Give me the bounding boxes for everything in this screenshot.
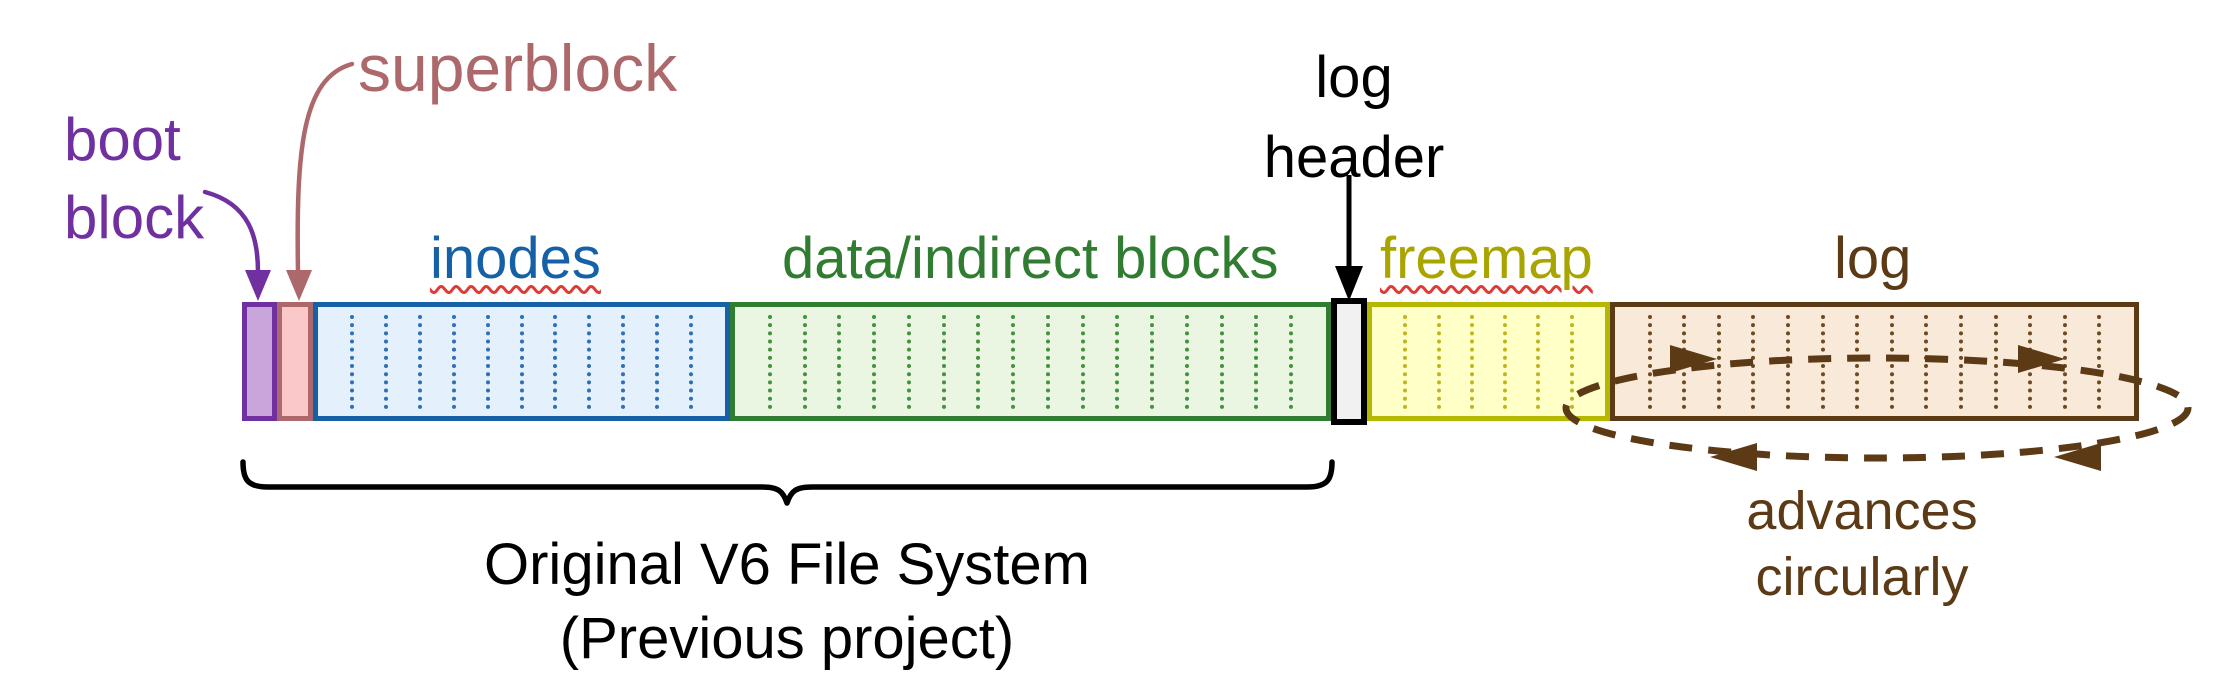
log-header-label: log header <box>1259 38 1449 198</box>
block-divider-dotted-line <box>452 315 456 409</box>
block-divider-dotted-line <box>587 315 591 409</box>
block-divider-dotted-line <box>1185 315 1189 409</box>
segment-log <box>1610 302 2139 421</box>
block-divider-dotted-line <box>976 315 980 409</box>
boot-block-arrow <box>202 189 261 275</box>
block-divider-dotted-line <box>907 315 911 409</box>
block-divider-dotted-line <box>520 315 524 409</box>
block-divider-dotted-line <box>418 315 422 409</box>
block-divider-dotted-line <box>689 315 693 409</box>
block-divider-dotted-line <box>768 315 772 409</box>
superblock-label: superblock <box>358 31 678 105</box>
block-divider-dotted-line <box>1570 315 1574 409</box>
block-divider-dotted-line <box>2097 315 2101 409</box>
block-divider-dotted-line <box>1437 315 1441 409</box>
ellipse-arrow-left-2-icon <box>2054 443 2101 471</box>
block-divider-dotted-line <box>1403 315 1407 409</box>
block-divider-dotted-line <box>1220 315 1224 409</box>
block-divider-dotted-line <box>942 315 946 409</box>
block-divider-dotted-line <box>1150 315 1154 409</box>
boot-block-arrowhead-icon <box>245 270 271 301</box>
block-divider-dotted-line <box>1959 315 1963 409</box>
boot-block-label-line1: boot <box>64 106 181 173</box>
segment-data-indirect-blocks <box>730 302 1331 421</box>
log-header-arrowhead-icon <box>1335 266 1363 301</box>
block-divider-dotted-line <box>1115 315 1119 409</box>
block-divider-dotted-line <box>2063 315 2067 409</box>
block-divider-dotted-line <box>1682 315 1686 409</box>
block-divider-dotted-line <box>1994 315 1998 409</box>
data-indirect-blocks-label: data/indirect blocks <box>782 226 1279 291</box>
block-divider-dotted-line <box>1751 315 1755 409</box>
freemap-label: freemap <box>1380 226 1593 291</box>
block-divider-dotted-line <box>1924 315 1928 409</box>
block-divider-dotted-line <box>1536 315 1540 409</box>
block-divider-dotted-line <box>1890 315 1894 409</box>
block-divider-dotted-line <box>1081 315 1085 409</box>
disk-bar <box>242 298 2139 425</box>
segment-superblock <box>277 302 313 421</box>
segment-inodes <box>313 302 730 421</box>
block-divider-dotted-line <box>350 315 354 409</box>
inodes-label: inodes <box>430 226 601 291</box>
v6-brace <box>240 459 1335 506</box>
log-label: log <box>1834 226 1912 291</box>
advances-circularly-caption-line2: circularly <box>1755 547 1969 607</box>
block-divider-dotted-line <box>1717 315 1721 409</box>
boot-block-label: boot block <box>64 101 204 257</box>
block-divider-dotted-line <box>384 315 388 409</box>
block-divider-dotted-line <box>1503 315 1507 409</box>
segment-boot-block <box>242 302 277 421</box>
superblock-arrow <box>295 61 355 275</box>
superblock-arrowhead-icon <box>286 270 312 301</box>
segment-log-header <box>1331 298 1367 425</box>
block-divider-dotted-line <box>621 315 625 409</box>
block-divider-dotted-line <box>872 315 876 409</box>
block-divider-dotted-line <box>1289 315 1293 409</box>
log-header-label-line1: log <box>1315 45 1393 110</box>
block-divider-dotted-line <box>655 315 659 409</box>
advances-circularly-caption-line1: advances <box>1746 481 1978 541</box>
block-divider-dotted-line <box>486 315 490 409</box>
block-divider-dotted-line <box>553 315 557 409</box>
segment-freemap <box>1367 302 1610 421</box>
block-divider-dotted-line <box>1470 315 1474 409</box>
v6-filesystem-caption-line1: Original V6 File System <box>484 532 1090 597</box>
block-divider-dotted-line <box>1046 315 1050 409</box>
v6-filesystem-caption-line2: (Previous project) <box>559 606 1015 671</box>
block-divider-dotted-line <box>1855 315 1859 409</box>
block-divider-dotted-line <box>1254 315 1258 409</box>
log-header-label-line2: header <box>1263 125 1445 190</box>
block-divider-dotted-line <box>1821 315 1825 409</box>
advances-circularly-caption: advances circularly <box>1672 478 2052 610</box>
ellipse-arrow-left-1-icon <box>1710 443 1757 471</box>
boot-block-label-line2: block <box>64 184 205 251</box>
v6-filesystem-caption: Original V6 File System (Previous projec… <box>387 528 1187 676</box>
block-divider-dotted-line <box>1011 315 1015 409</box>
block-divider-dotted-line <box>837 315 841 409</box>
block-divider-dotted-line <box>1786 315 1790 409</box>
block-divider-dotted-line <box>803 315 807 409</box>
block-divider-dotted-line <box>1648 315 1652 409</box>
block-divider-dotted-line <box>2028 315 2032 409</box>
